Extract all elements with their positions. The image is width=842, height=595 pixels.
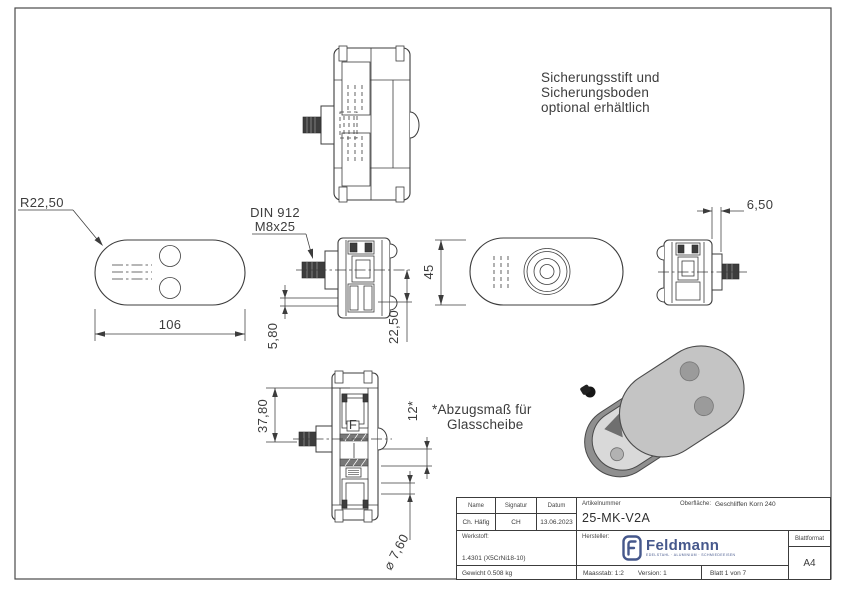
- isometric-view: [580, 345, 745, 478]
- feldmann-logo: Feldmann EDELSTAHL · ALUMINIUM · SCHMIED…: [622, 535, 735, 561]
- oberflaeche-value: Geschliffen Korn 240: [715, 501, 776, 508]
- signatur-header: Signatur: [496, 498, 537, 514]
- datum-value: 13.06.2023: [537, 514, 577, 531]
- optional-note-line1: Sicherungsstift und: [541, 70, 660, 85]
- dimension-length-106: 106: [94, 309, 246, 341]
- title-block: Name Signatur Datum Ch. Häfig CH 13.06.2…: [456, 497, 831, 580]
- dim-glass-offset-text: 12*: [405, 401, 420, 421]
- dimension-height-45: 45: [421, 239, 466, 306]
- hersteller-cell: Hersteller: Feldmann EDELSTAHL · ALUMINI…: [577, 531, 789, 566]
- feldmann-logo-icon: [622, 535, 642, 561]
- name-value: Ch. Häfig: [457, 514, 496, 531]
- dim-length-text: 106: [159, 317, 182, 332]
- right-side-view: [656, 239, 748, 306]
- back-view: [469, 237, 624, 306]
- note-optional: Sicherungsstift und Sicherungsboden opti…: [541, 70, 660, 115]
- din-note-line2: M8x25: [255, 219, 296, 234]
- dimension-boss-offset: 6,50: [697, 197, 773, 252]
- version-value: Version: 1: [637, 569, 667, 577]
- dim-boss-offset-text: 6,50: [747, 197, 774, 212]
- bottom-section-view: F: [293, 370, 392, 523]
- dim-glass-gap-text: 5,80: [265, 323, 280, 350]
- blatt-cell: Blatt 1 von 7: [702, 566, 789, 580]
- datum-header: Datum: [537, 498, 577, 514]
- dimension-axis-height: 22,50: [378, 270, 412, 344]
- front-view: [94, 239, 246, 306]
- dim-axis-height-text: 22,50: [386, 310, 401, 344]
- signatur-value: CH: [496, 514, 537, 531]
- optional-note-line3: optional erhältlich: [541, 100, 650, 115]
- artikelnummer-cell: Artikelnummer 25-MK-V2A Oberfläche: Gesc…: [577, 498, 830, 531]
- glass-note-line2: Glasscheibe: [447, 417, 524, 432]
- insert-marker-f: F: [349, 417, 357, 432]
- dimension-radius: R22,50: [18, 195, 103, 246]
- werkstoff-cell: Werkstoff: 1.4301 (X5CrNi18-10): [457, 531, 577, 566]
- blattformat-label-cell: Blattformat: [789, 531, 830, 547]
- hersteller-label: Hersteller:: [582, 534, 610, 540]
- dimension-glass-offset: 12*: [381, 401, 432, 479]
- blattformat-value-cell: A4: [803, 558, 816, 569]
- artikelnummer-value: 25-MK-V2A: [582, 511, 651, 525]
- note-din: DIN 912 M8x25: [250, 205, 313, 259]
- side-section-view: [296, 237, 410, 319]
- dimension-depth: 37,80: [255, 387, 350, 443]
- logo-tagline: EDELSTAHL · ALUMINIUM · SCHMIEDEEISEN: [646, 553, 736, 558]
- massstab-value: Maasstab: 1:2: [583, 569, 624, 577]
- massstab-cell: Maasstab: 1:2 Version: 1: [577, 566, 702, 580]
- note-glass: *Abzugsmaß für Glasscheibe: [432, 402, 532, 432]
- glass-note-line1: *Abzugsmaß für: [432, 402, 532, 417]
- name-header: Name: [457, 498, 496, 514]
- optional-note-line2: Sicherungsboden: [541, 85, 649, 100]
- oberflaeche-label: Oberfläche:: [680, 501, 712, 507]
- dim-height-text: 45: [421, 264, 436, 279]
- gewicht-cell: Gewicht 0.508 kg: [457, 566, 577, 580]
- dimension-glass-gap: 5,80: [265, 285, 338, 349]
- sheet-frame: [14, 7, 832, 580]
- top-view: [302, 45, 420, 203]
- logo-wordmark: Feldmann: [646, 537, 720, 555]
- dim-radius-text: R22,50: [20, 195, 64, 210]
- din-note-line1: DIN 912: [250, 205, 300, 220]
- blatt-value: Blatt 1 von 7: [710, 569, 747, 577]
- artikelnummer-label: Artikelnummer: [582, 501, 621, 507]
- dim-depth-text: 37,80: [255, 399, 270, 433]
